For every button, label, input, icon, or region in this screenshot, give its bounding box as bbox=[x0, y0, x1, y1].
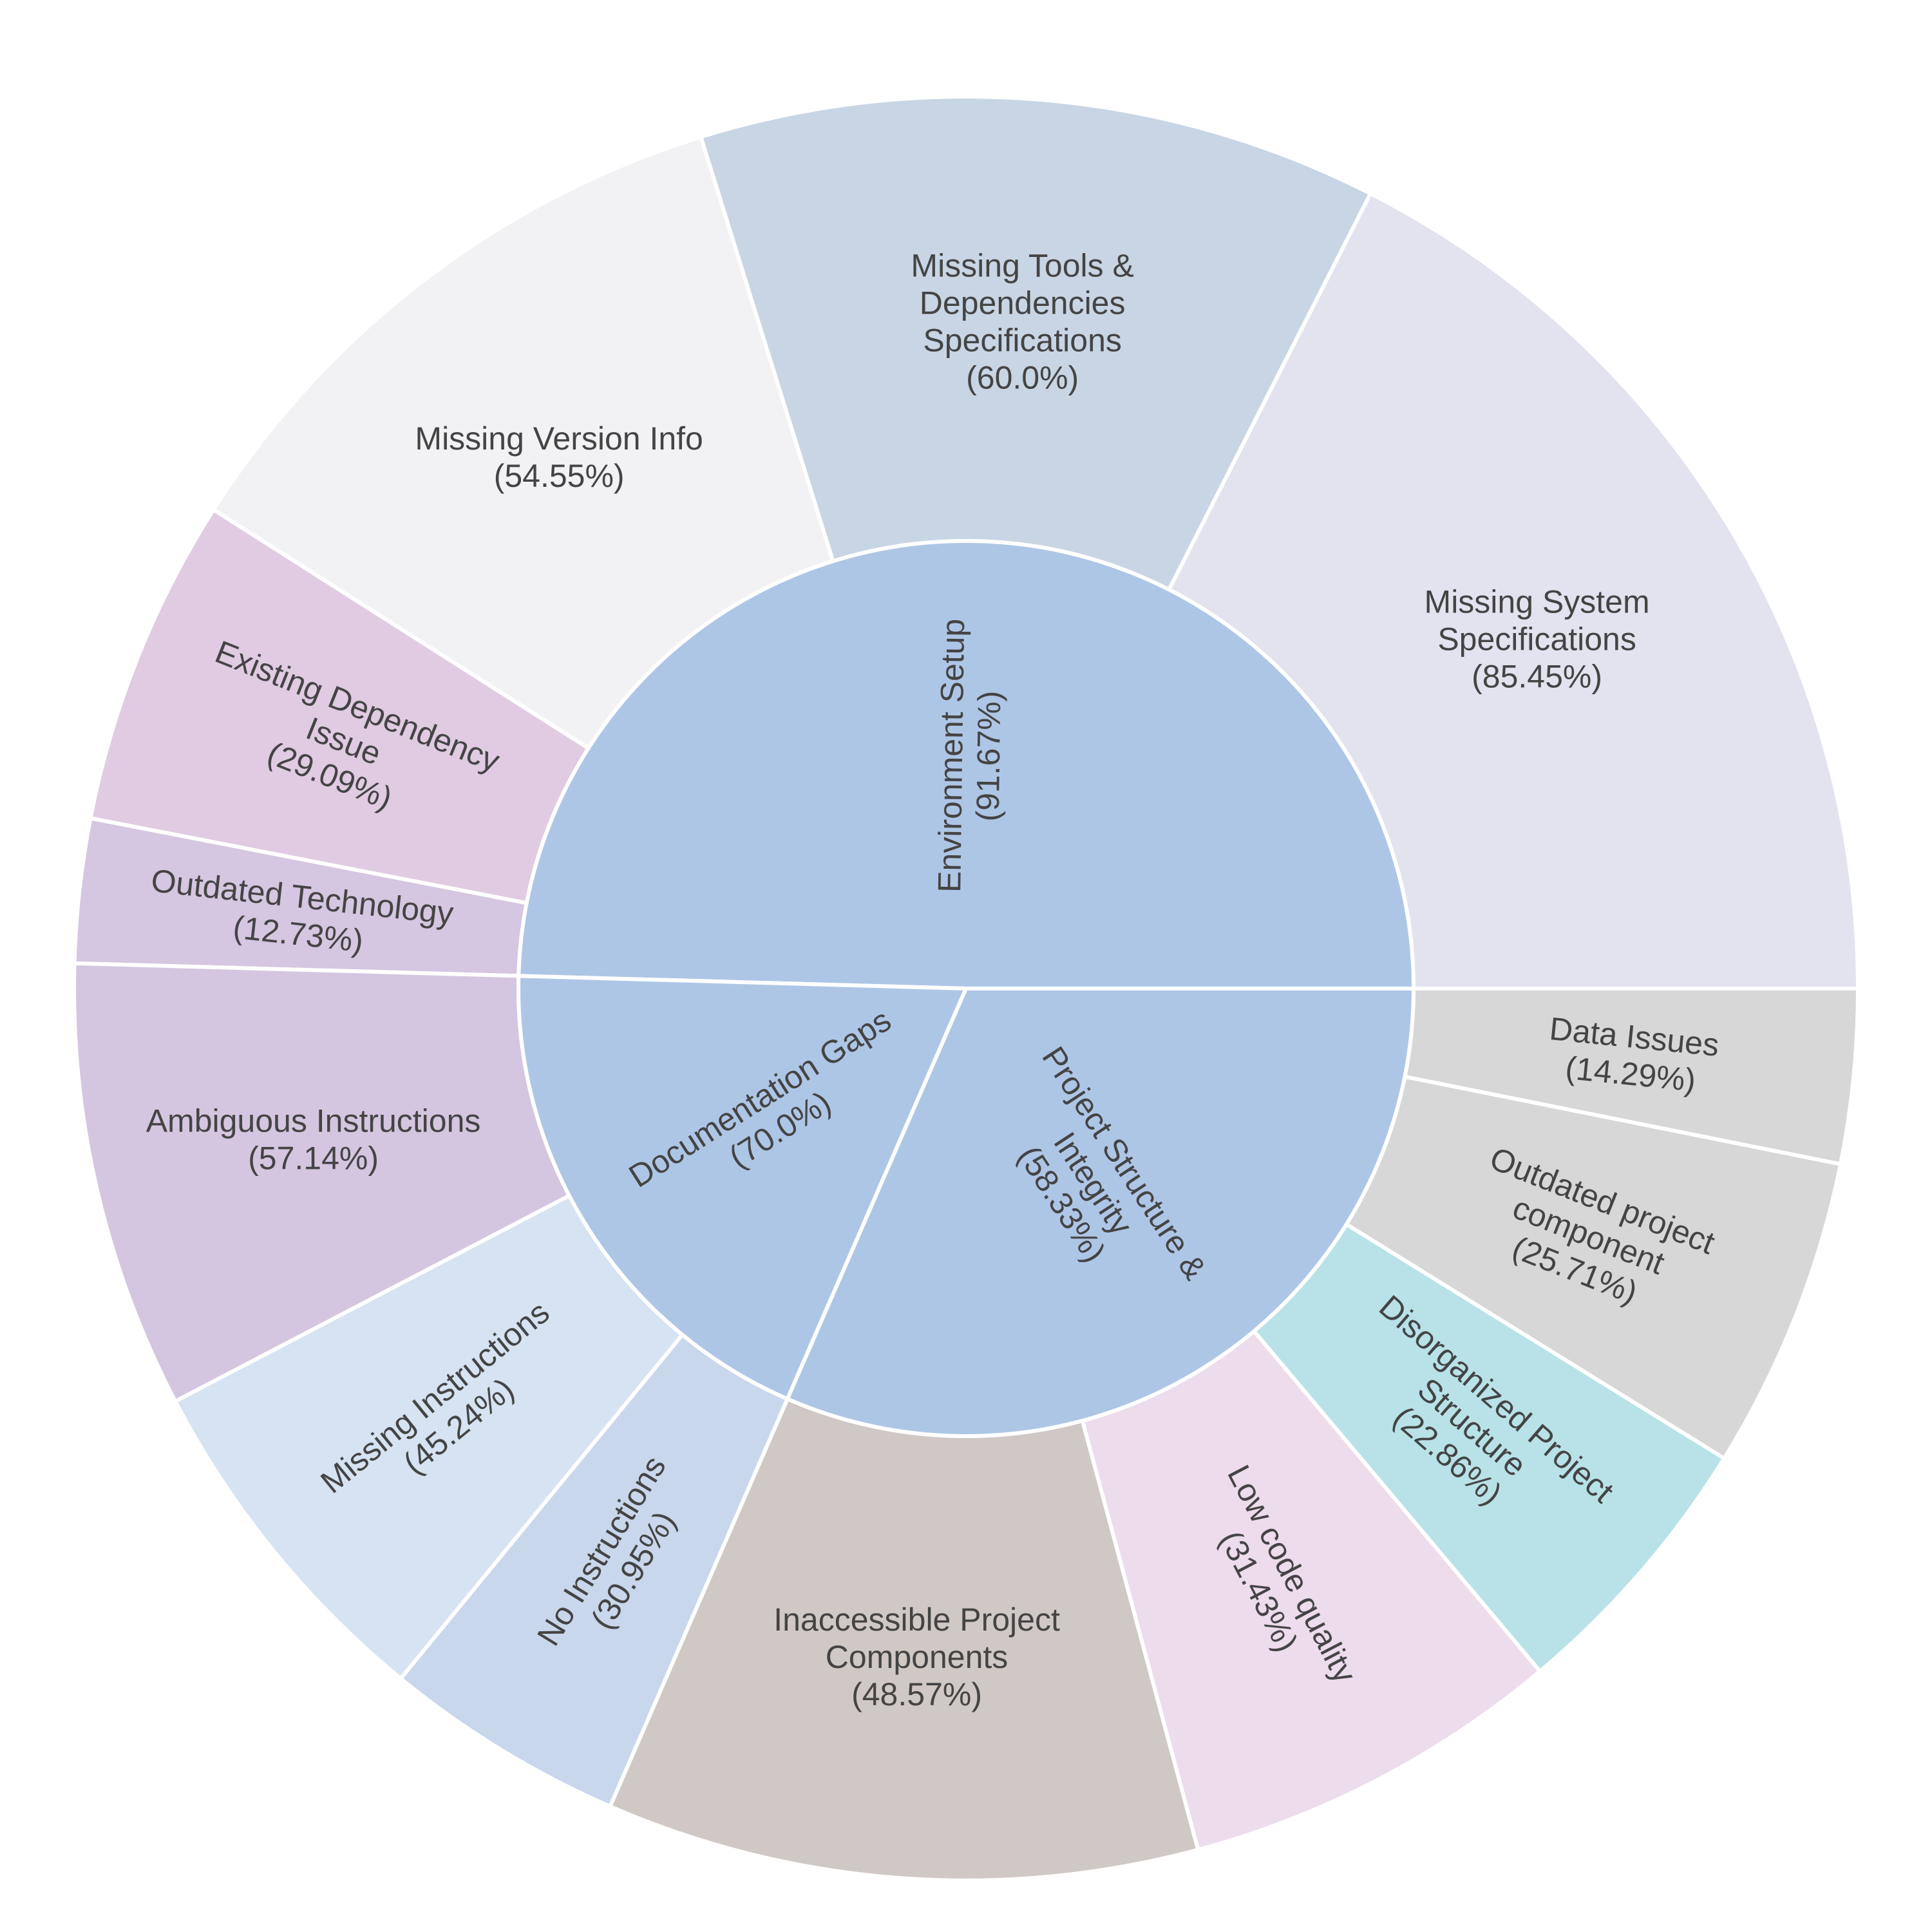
outer-label-ambiguous-instructions: Ambiguous Instructions(57.14%) bbox=[146, 1103, 481, 1176]
inner-label-environment-setup: Environment Setup(91.67%) bbox=[931, 618, 1009, 893]
outer-label-missing-version-info: Missing Version Info(54.55%) bbox=[415, 421, 703, 494]
inner-slice-environment-setup bbox=[516, 538, 1416, 990]
inner-slice-documentation-gaps bbox=[516, 974, 969, 1402]
inner-slice-project-structure-and-integrity bbox=[784, 987, 1416, 1438]
inner-ring bbox=[516, 538, 1416, 1438]
